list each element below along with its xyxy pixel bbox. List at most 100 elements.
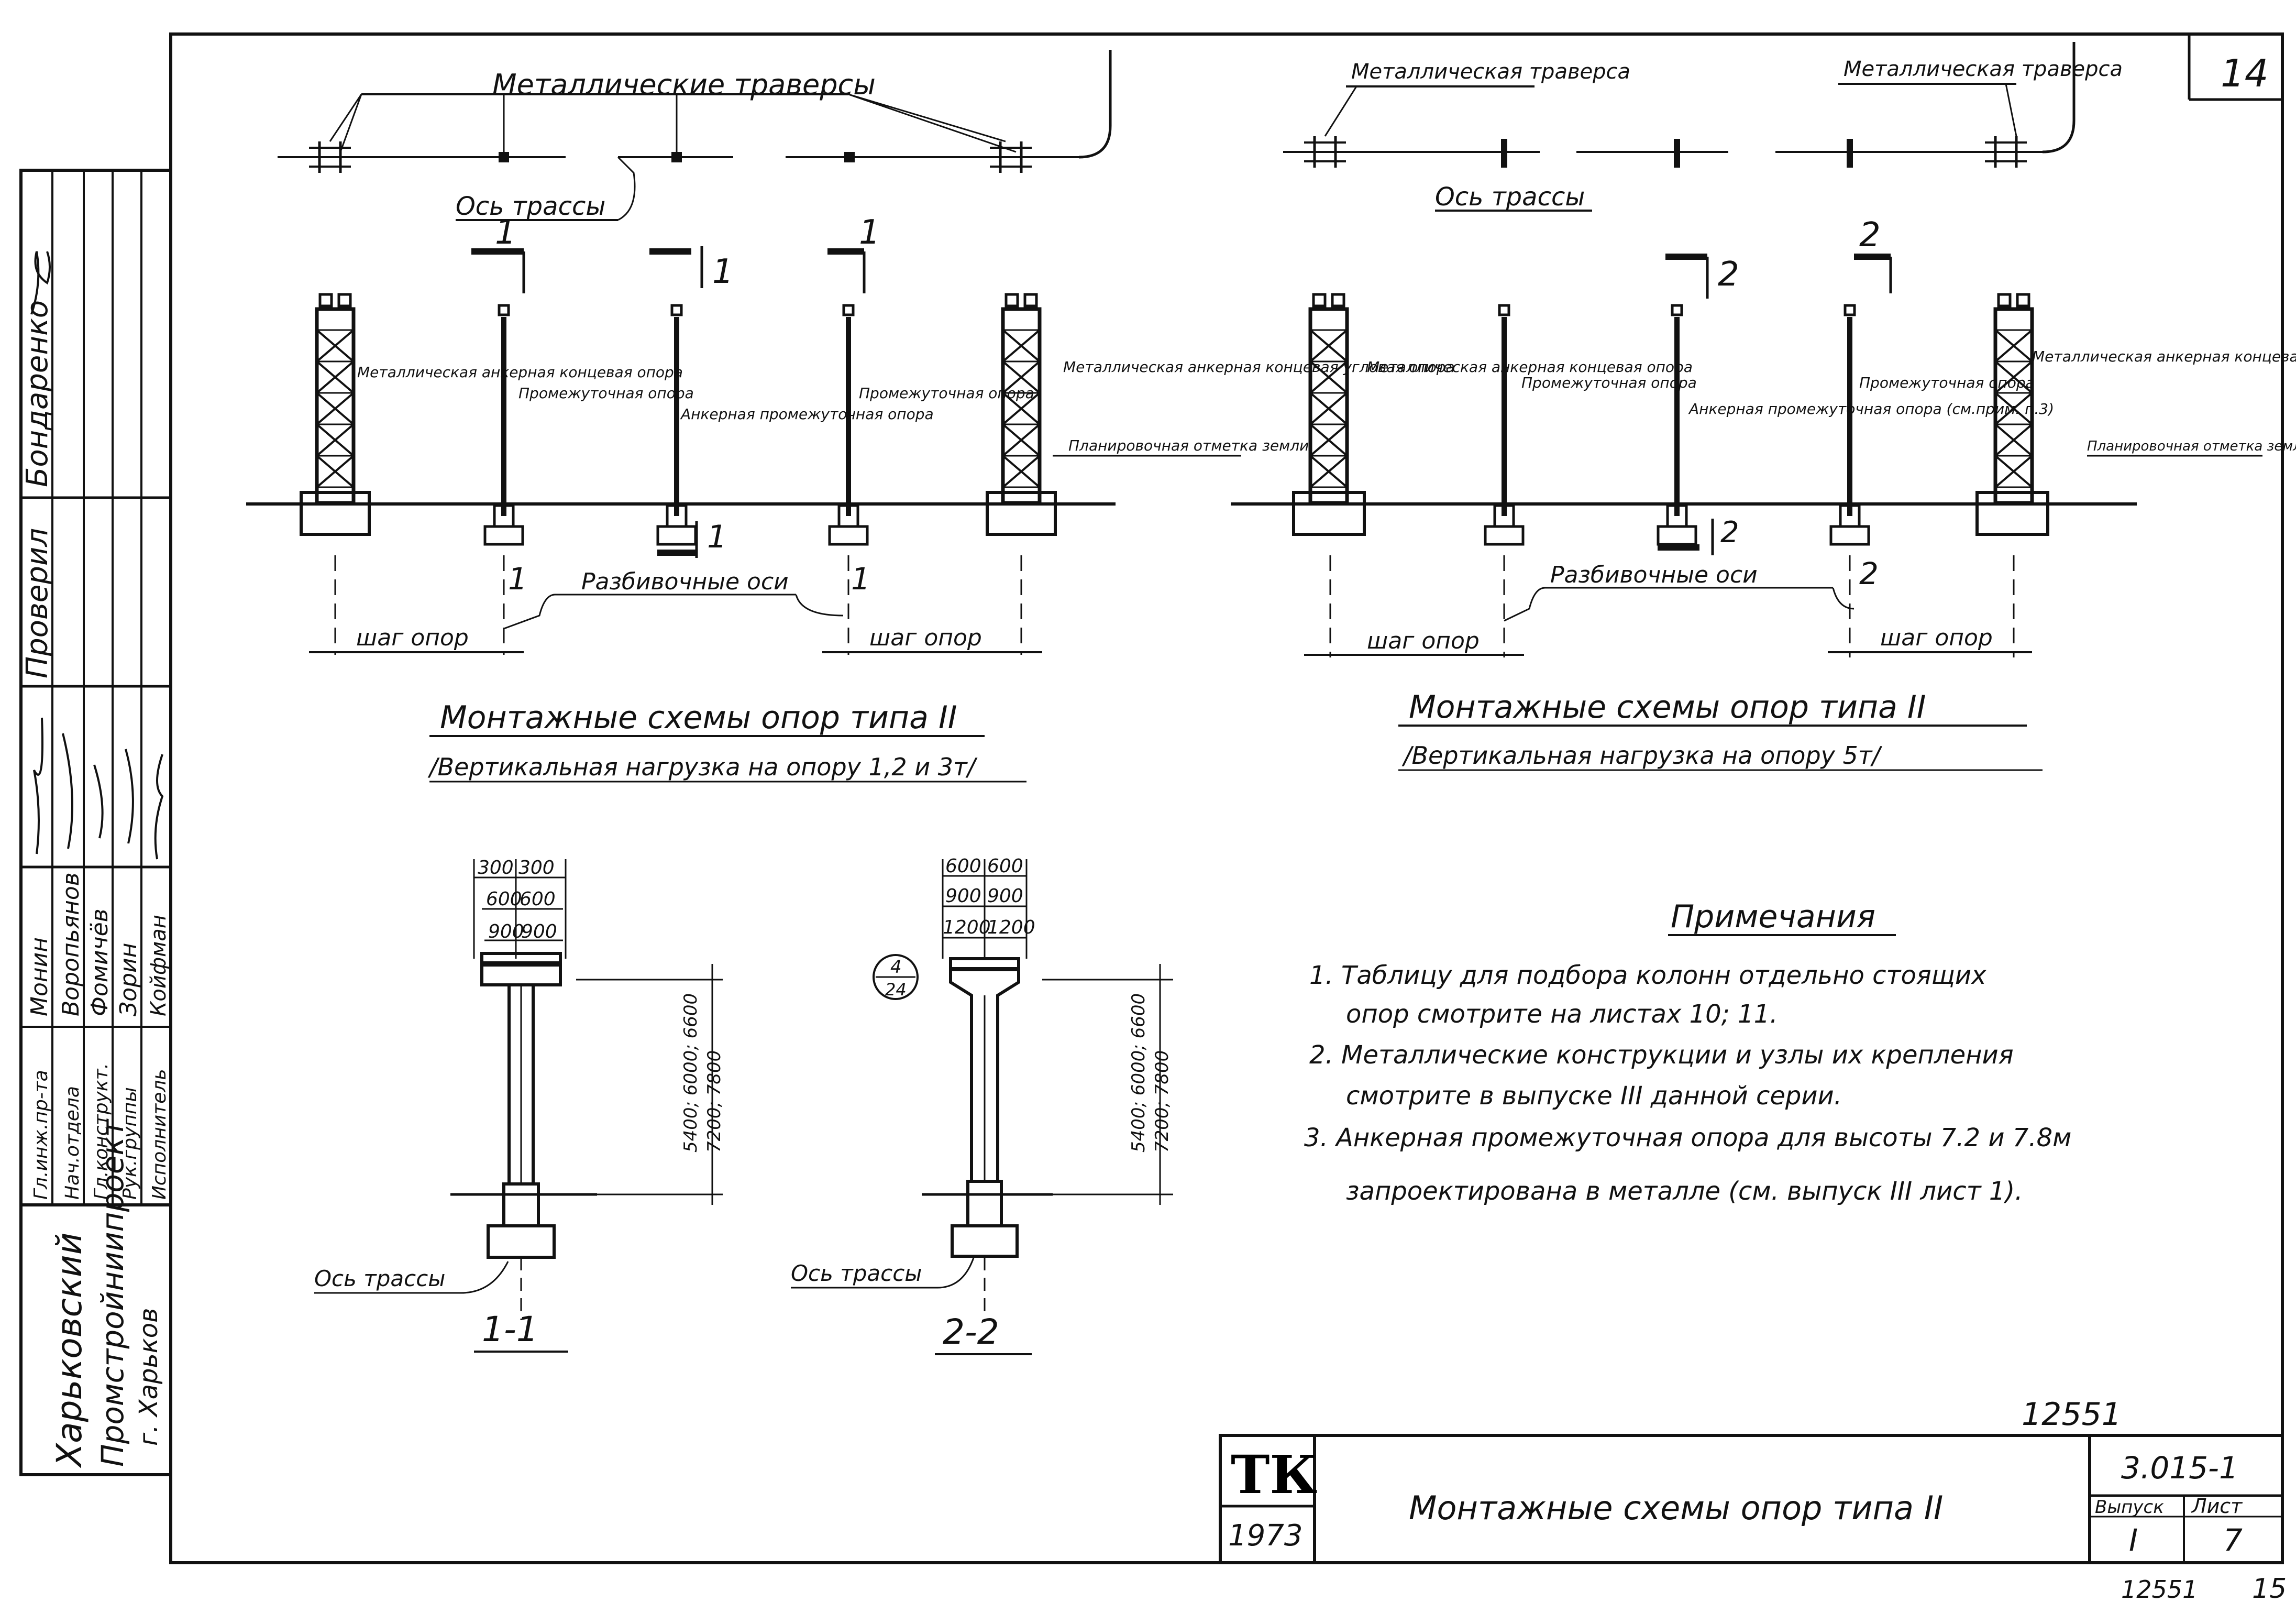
dim-2-c: 900 [945, 885, 981, 907]
note-line-4: 3. Анкерная промежуточная опора для высо… [1304, 1123, 2071, 1153]
doc-number: 3.015-1 [2121, 1450, 2238, 1486]
step-label-r1: шаг опор [1367, 628, 1480, 654]
row-name-2: Фомичёв [86, 908, 113, 1016]
section-mark-l2: 1 [712, 253, 734, 291]
row-role-2: Гл.конструкт. [91, 1063, 112, 1200]
note-line-0: 1. Таблицу для подбора колонн отдельно с… [1309, 961, 1986, 990]
height-dims-2: 5400; 6000; 6600 [1128, 993, 1149, 1153]
section-mark-r4: 2 [1859, 556, 1879, 591]
dim-1-b: 300 [518, 857, 555, 879]
title-year: 1973 [1228, 1519, 1303, 1553]
support-label-l2: Анкерная промежуточная опора [680, 405, 934, 423]
caption-left: Монтажные схемы опор типа II [440, 699, 957, 736]
stamp-number: 12551 [2121, 1575, 2198, 1604]
section-label-2: 2-2 [943, 1312, 999, 1352]
row-name-1: Воропьянов [58, 872, 84, 1016]
traverse-label-right-1: Металлическая траверса [1351, 60, 1630, 84]
dim-1-a: 300 [478, 857, 514, 879]
left-scheme: Металлические траверсы Ось трассы 1 1 1 … [246, 50, 1455, 783]
sheet-value: 7 [2223, 1522, 2243, 1558]
support-label-r0: Металлическая анкерная концевая опора [1367, 358, 1693, 376]
section-mark-l4: 1 [707, 519, 727, 555]
load-note-left: /Вертикальная нагрузка на опору 1,2 и 3т… [427, 753, 978, 781]
section-mark-l1: 1 [495, 213, 516, 252]
ref-circle [873, 954, 919, 1000]
title-block: 12551 ТК 1973 Монтажные схемы опор типа … [1219, 1396, 2284, 1564]
dim-2-a: 600 [945, 855, 981, 877]
notes-title: Примечания [1671, 898, 1875, 935]
load-note-right: /Вертикальная нагрузка на опору 5т/ [1401, 741, 1883, 770]
ground-mark-left: Планировочная отметка земли [1068, 437, 1309, 454]
step-label-r2: шаг опор [1880, 624, 1993, 651]
signature-top [30, 251, 51, 315]
row-role-1: Нач.отдела [62, 1086, 83, 1200]
ref-bottom: 24 [885, 980, 907, 1000]
page-mark: 15 [2252, 1573, 2287, 1605]
height-dims-1: 5400; 6000; 6600 [680, 993, 701, 1153]
sheet-corner-number: 14 [2221, 51, 2269, 95]
section-2-2: 600 600 900 900 1200 1200 5400; 6000; 66… [791, 855, 1173, 1355]
support-label-l3: Промежуточная опора [859, 385, 1034, 402]
breakdown-axes-left: Разбивочные оси [581, 568, 789, 595]
dim-2-e: 1200 [943, 917, 991, 938]
sheet-label: Лист [2191, 1495, 2243, 1518]
top-name-0: Бондаренко [20, 300, 54, 487]
axis-label-left: Ось трассы [456, 192, 605, 221]
section-mark-r1: 2 [1718, 255, 1739, 294]
ref-top: 4 [890, 957, 902, 978]
section-label-1: 1-1 [482, 1309, 538, 1349]
step-label-l2: шаг опор [869, 624, 982, 651]
dim-2-f: 1200 [987, 917, 1035, 938]
section-mark-r2: 2 [1859, 216, 1881, 255]
breakdown-axes-right: Разбивочные оси [1550, 562, 1758, 588]
support-label-r2: Анкерная промежуточная опора (см.прим. п… [1688, 400, 2054, 418]
section-1-1: 300 300 600 600 900 900 5400; 6000; 6600… [314, 857, 725, 1353]
row-role-3: Рук.группы [119, 1087, 141, 1200]
org-line-3: г. Харьков [134, 1308, 163, 1446]
support-label-l4: Металлическая анкерная концевая угловая … [1063, 358, 1455, 376]
row-name-3: Зорин [115, 943, 142, 1016]
title-text: Монтажные схемы опор типа II [1409, 1489, 1943, 1527]
org-line-2: Промстройниипроект [95, 1118, 130, 1467]
support-label-r1: Промежуточная опора [1521, 374, 1697, 391]
row-role-0: Гл.инж.пр-та [30, 1070, 52, 1200]
axis-label-right: Ось трассы [1435, 182, 1585, 212]
height-dims-2b: 7200; 7800 [1152, 1050, 1173, 1153]
dim-2-b: 600 [987, 855, 1023, 877]
dim-2-d: 900 [987, 885, 1023, 907]
note-line-5: запроектирована в металле (см. выпуск II… [1346, 1177, 2023, 1206]
axis-label-sec1: Ось трассы [314, 1266, 445, 1291]
notes-block: Примечания 1. Таблицу для подбора колонн… [1304, 898, 2071, 1206]
step-label-l1: шаг опор [356, 624, 469, 651]
row-name-0: Монин [26, 937, 53, 1016]
row-name-4: Койфман [147, 915, 171, 1016]
section-mark-l5: 1 [508, 561, 527, 597]
dim-1-d: 600 [520, 888, 556, 910]
ground-mark-right: Планировочная отметка земли [2087, 438, 2296, 454]
axis-label-sec2: Ось трассы [791, 1260, 922, 1286]
left-strip: Харьковский Промстройниипроект г. Харько… [19, 169, 172, 1476]
issue-value: I [2129, 1522, 2138, 1558]
org-line-1: Харьковский [49, 1232, 90, 1468]
signatures [33, 717, 164, 860]
section-mark-l3: 1 [859, 213, 880, 252]
right-scheme: Металлическая траверса Металлическая тра… [1231, 42, 2296, 771]
note-line-3: смотрите в выпуске III данной серии. [1346, 1081, 1842, 1111]
note-line-2: 2. Металлические конструкции и узлы их к… [1309, 1040, 2014, 1070]
section-mark-l6: 1 [851, 561, 870, 597]
height-dims-1b: 7200; 7800 [704, 1050, 725, 1153]
support-label-l0: Металлическая анкерная концевая опора [357, 364, 683, 381]
support-label-r4: Металлическая анкерная концевая угловая … [2032, 348, 2296, 365]
support-label-r3: Промежуточная опора [1859, 374, 2035, 391]
row-role-4: Исполнитель [149, 1069, 170, 1200]
dim-1-f: 900 [521, 921, 557, 942]
dim-1-e: 900 [488, 921, 524, 942]
support-label-l1: Промежуточная опора [518, 385, 694, 402]
traverse-label-left: Металлические траверсы [492, 68, 876, 101]
tk-logo: ТК [1231, 1444, 1317, 1506]
handwritten-number: 12551 [2022, 1396, 2122, 1433]
issue-label: Выпуск [2095, 1497, 2164, 1518]
traverse-label-right-2: Металлическая траверса [1844, 57, 2123, 81]
note-line-1: опор смотрите на листах 10; 11. [1346, 1000, 1778, 1029]
